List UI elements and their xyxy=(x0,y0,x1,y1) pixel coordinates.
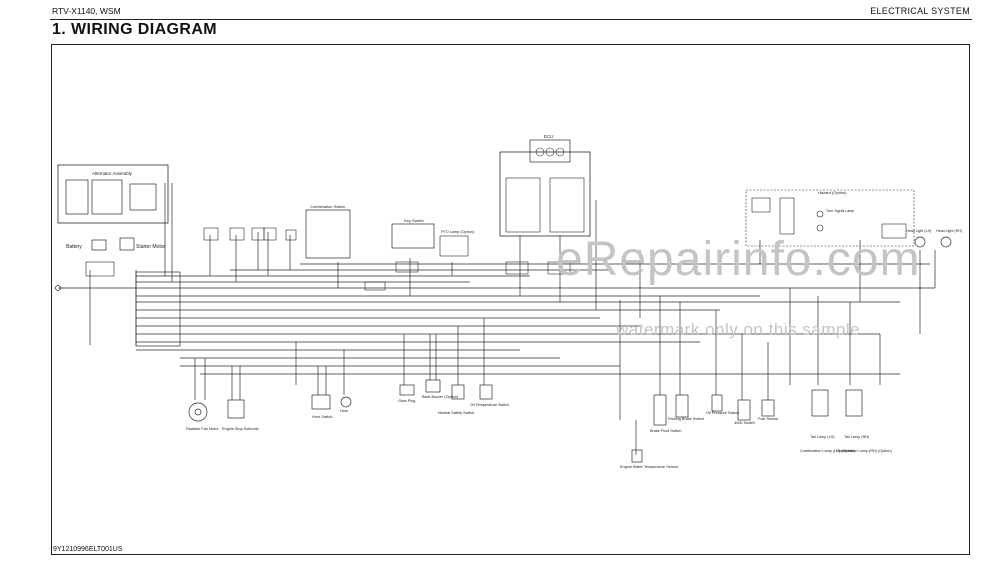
head-light-lh-label: Head Light (LH) xyxy=(906,229,931,233)
wire-lines xyxy=(58,183,936,455)
pto-lamp: PTO Lamp (Option) xyxy=(439,230,475,257)
relay-group xyxy=(203,227,297,241)
ecu-block: ECU xyxy=(499,134,591,237)
comb-lamp-rh-label: Combination Lamp (RH) (Option) xyxy=(836,449,892,453)
radiator-fan-label: Radiator Fan Motor xyxy=(186,427,219,431)
neutral-safety-label: Neutral Safety Switch xyxy=(438,411,474,415)
oil-temp-label: Oil Temperature Switch xyxy=(470,403,509,407)
watermark-main: eRepairinfo.com xyxy=(556,233,921,286)
key-switch-label: Key Switch xyxy=(404,218,424,223)
turn-signal-label: Turn Signal Lamp xyxy=(826,209,854,213)
mid-connectors xyxy=(364,261,571,291)
alternator-label: Alternator Assembly xyxy=(92,171,133,176)
hazard-label: Hazard (Option) xyxy=(818,190,847,195)
fuel-sensor-label: Fuel Sensor xyxy=(758,417,779,421)
horn-label: Horn xyxy=(340,409,348,413)
combination-switch-label: Combination Switch xyxy=(310,204,345,209)
key-switch: Key Switch xyxy=(391,218,435,249)
battery-symbol: Battery xyxy=(66,239,107,251)
back-buzzer-label: Back Buzzer (Option) xyxy=(422,395,459,399)
header-rule xyxy=(50,19,972,20)
watermark-sub: watermark only on this sample xyxy=(616,320,861,339)
bottom-components xyxy=(188,379,863,463)
diagram-frame xyxy=(51,44,970,555)
page-title: 1. WIRING DIAGRAM xyxy=(52,21,218,38)
ground-terminal xyxy=(55,285,61,291)
battery-label: Battery xyxy=(66,244,82,250)
head-light-rh-label: Head Light (RH) xyxy=(936,229,962,233)
tail-lamp-lh-label: Tail Lamp (LH) xyxy=(810,435,835,439)
tail-lamp-rh-label: Tail Lamp (RH) xyxy=(844,435,870,439)
hazard-box: Hazard (Option) Turn Signal Lamp xyxy=(745,189,915,247)
bottom-labels: Radiator Fan Motor Engine Stop Solenoid … xyxy=(186,395,892,469)
glow-plug-label: Glow Plug xyxy=(398,399,415,403)
figure-code: 9Y1210996ELT001US xyxy=(53,546,123,553)
oil-pressure-label: Oil Pressure Switch xyxy=(706,411,739,415)
engine-stop-label: Engine Stop Solenoid xyxy=(222,427,259,431)
starter-label: Starter Motor xyxy=(136,244,166,250)
ecu-label: ECU xyxy=(544,134,554,139)
starter-motor-symbol: Starter Motor xyxy=(119,237,166,251)
alternator-assembly: Alternator Assembly xyxy=(57,164,169,224)
brake-fluid-label: Brake Fluid Switch xyxy=(650,429,681,433)
coolant-temp-label: Engine Water Temperature Sensor xyxy=(620,465,679,469)
head-lights: Head Light (LH) Head Light (RH) xyxy=(906,229,962,248)
comb-lamp-lh-label: Combination Lamp (LH) (Option) xyxy=(800,449,856,453)
document-model: RTV-X1140, WSM xyxy=(52,6,121,16)
4wd-switch-label: 4WD Switch xyxy=(734,421,755,425)
horn-switch-label: Horn Switch xyxy=(312,415,332,419)
combination-switch: Combination Switch xyxy=(305,204,351,259)
parking-brake-label: Parking Brake Switch xyxy=(668,417,704,421)
pto-lamp-label: PTO Lamp (Option) xyxy=(441,230,475,234)
section-title: ELECTRICAL SYSTEM xyxy=(870,6,970,16)
fuse-box xyxy=(85,261,115,277)
harness-block xyxy=(135,271,181,347)
